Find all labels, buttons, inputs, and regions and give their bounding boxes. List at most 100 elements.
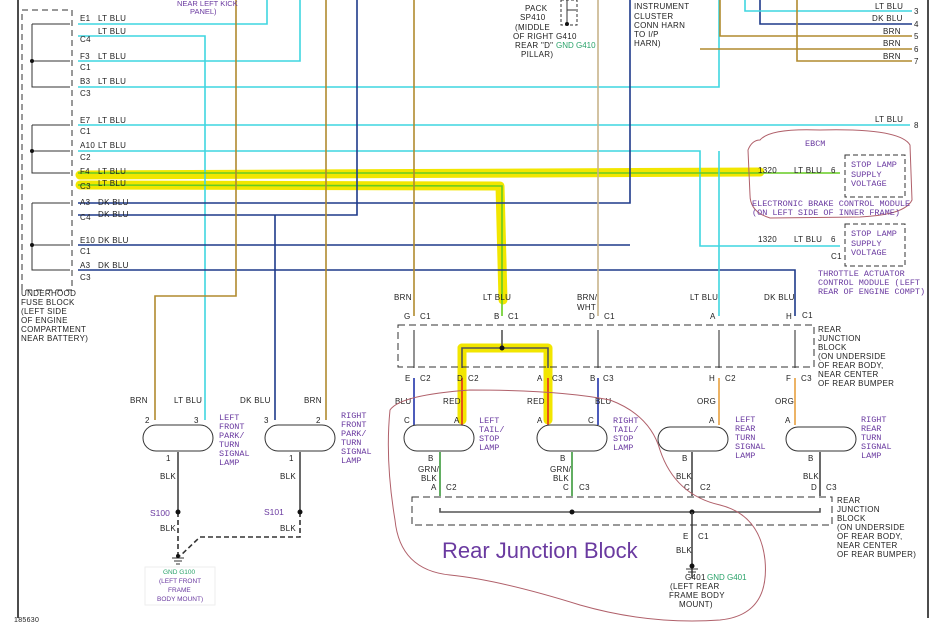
svg-text:C3: C3 (826, 483, 837, 492)
svg-text:1: 1 (289, 454, 294, 463)
svg-text:C1: C1 (802, 311, 813, 320)
svg-text:LT BLU: LT BLU (483, 293, 511, 302)
wire-a10-ltblu (78, 150, 840, 247)
svg-text:PARK/: PARK/ (341, 429, 367, 439)
svg-text:(LEFT REAR: (LEFT REAR (670, 582, 720, 591)
svg-text:ORG: ORG (775, 397, 794, 406)
svg-text:BLU: BLU (595, 397, 611, 406)
svg-text:A: A (709, 416, 715, 425)
svg-text:6: 6 (831, 166, 836, 175)
front-ground-g100: S100 S101 BLK BLK GND G100 (LEFT FRONT F… (144, 507, 296, 606)
svg-text:THROTTLE ACTUATOR: THROTTLE ACTUATOR (818, 269, 905, 279)
svg-text:C3: C3 (552, 374, 563, 383)
svg-text:3: 3 (914, 7, 919, 16)
svg-text:C2: C2 (468, 374, 479, 383)
svg-text:C: C (404, 416, 410, 425)
svg-text:BRN: BRN (394, 293, 412, 302)
svg-text:C3: C3 (801, 374, 812, 383)
svg-text:B: B (590, 374, 596, 383)
svg-text:4: 4 (914, 20, 919, 29)
svg-text:SIGNAL: SIGNAL (861, 442, 892, 452)
svg-text:BLK: BLK (676, 546, 692, 555)
lamp-right-tail-stop: A C B GRN/ BLK RIGHT TAIL/ STOP LAMP (536, 416, 639, 483)
svg-text:LT BLU: LT BLU (98, 116, 126, 125)
svg-text:A: A (710, 312, 716, 321)
rjb-internal-b2 (502, 347, 549, 368)
svg-text:OF RIGHT: OF RIGHT (513, 32, 554, 41)
svg-text:E7: E7 (80, 116, 91, 125)
svg-text:A: A (537, 374, 543, 383)
svg-text:C2: C2 (725, 374, 736, 383)
wire-a3-dkblu (78, 0, 631, 204)
lamp-left-tail-stop: C A B GRN/ BLK LEFT TAIL/ STOP LAMP (403, 416, 505, 483)
svg-text:(LEFT SIDE: (LEFT SIDE (21, 307, 67, 316)
svg-text:E1: E1 (80, 14, 91, 23)
svg-text:REAR: REAR (837, 496, 860, 505)
svg-text:LAMP: LAMP (341, 456, 361, 466)
svg-text:8: 8 (914, 121, 919, 130)
svg-text:F4: F4 (80, 167, 90, 176)
svg-text:BLK: BLK (160, 524, 176, 533)
svg-text:SUPPLY: SUPPLY (851, 239, 882, 249)
underhood-fuse-block (21, 9, 73, 291)
svg-text:BLOCK: BLOCK (837, 514, 866, 523)
annotation-outline (387, 389, 766, 622)
rjb-bottom-bus (439, 508, 821, 513)
svg-text:LT BLU: LT BLU (98, 77, 126, 86)
svg-text:6: 6 (831, 235, 836, 244)
svg-text:OF REAR BUMPER: OF REAR BUMPER (818, 379, 894, 388)
svg-text:RIGHT: RIGHT (341, 411, 367, 421)
svg-text:A: A (431, 483, 437, 492)
svg-text:SP410: SP410 (520, 13, 546, 22)
wire-c4-ltblu (78, 35, 206, 420)
svg-text:GRN/: GRN/ (550, 465, 572, 474)
svg-text:6: 6 (914, 45, 919, 54)
fuse-block-pin-labels: E1 C4 LT BLU LT BLU F3 C1 LT BLU B3 C3 L… (80, 14, 128, 282)
svg-text:REAR OF ENGINE COMPT): REAR OF ENGINE COMPT) (818, 287, 925, 297)
svg-text:PACK: PACK (525, 4, 548, 13)
svg-text:3: 3 (264, 416, 269, 425)
wire-brn-pin5 (719, 0, 912, 37)
svg-text:LT BLU: LT BLU (794, 166, 822, 175)
svg-text:(ON UNDERSIDE: (ON UNDERSIDE (837, 523, 905, 532)
svg-text:2: 2 (316, 416, 321, 425)
svg-text:(ON LEFT SIDE OF INNER FRAME): (ON LEFT SIDE OF INNER FRAME) (752, 208, 900, 218)
svg-text:E10: E10 (80, 236, 95, 245)
svg-text:3: 3 (194, 416, 199, 425)
svg-text:PILLAR): PILLAR) (521, 50, 553, 59)
svg-text:1320: 1320 (758, 166, 777, 175)
svg-text:A: A (537, 416, 543, 425)
svg-text:RED: RED (527, 397, 545, 406)
svg-text:BRN: BRN (304, 396, 322, 405)
svg-text:BRN: BRN (130, 396, 148, 405)
rear-junction-block-top: BRN G C1 LT BLU B C1 BRN/ WHT D C1 LT BL… (394, 293, 894, 406)
svg-text:BLK: BLK (553, 474, 569, 483)
svg-text:FRAME: FRAME (168, 587, 191, 594)
svg-text:LT BLU: LT BLU (98, 141, 126, 150)
rear-ground-g401: G401 GND G401 (LEFT REAR FRAME BODY MOUN… (669, 563, 747, 609)
svg-text:H: H (709, 374, 715, 383)
svg-text:REAR "D": REAR "D" (515, 41, 553, 50)
svg-text:RED: RED (443, 397, 461, 406)
svg-text:A: A (785, 416, 791, 425)
svg-text:B: B (682, 454, 688, 463)
svg-text:GND G410: GND G410 (556, 41, 596, 50)
svg-text:C2: C2 (80, 153, 91, 162)
svg-text:C1: C1 (831, 252, 842, 261)
rear-junction-block-bottom: A C2 C C3 C C2 D C3 E C1 BLK REAR JUNCTI… (411, 483, 916, 559)
svg-text:C1: C1 (604, 312, 615, 321)
svg-text:BLOCK: BLOCK (818, 343, 847, 352)
svg-text:H: H (786, 312, 792, 321)
svg-text:B: B (494, 312, 500, 321)
throttle-actuator-module: 1320 LT BLU 6 C1 STOP LAMP SUPPLY VOLTAG… (758, 223, 925, 297)
svg-text:REAR: REAR (735, 424, 755, 434)
svg-text:JUNCTION: JUNCTION (818, 334, 861, 343)
svg-text:C: C (588, 416, 594, 425)
wire-f3-ltblu (78, 0, 301, 62)
svg-text:C2: C2 (700, 483, 711, 492)
svg-text:C4: C4 (80, 35, 91, 44)
svg-text:NEAR LEFT KICK: NEAR LEFT KICK (177, 0, 238, 8)
svg-text:C1: C1 (698, 532, 709, 541)
svg-text:JUNCTION: JUNCTION (837, 505, 880, 514)
